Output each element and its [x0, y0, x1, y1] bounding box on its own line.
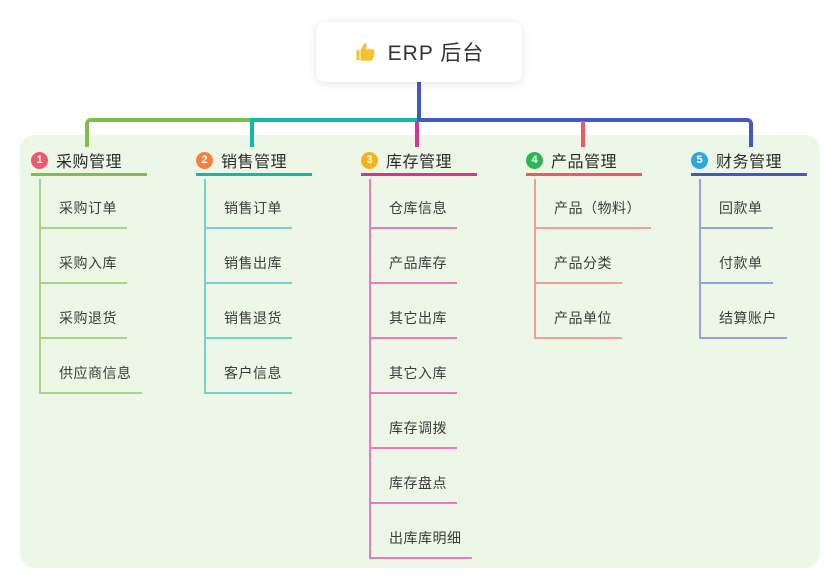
leaf-node[interactable]: 产品（物料） [536, 179, 651, 229]
leaf-node[interactable]: 结算账户 [701, 284, 787, 339]
branch-1-leaf-list: 采购订单采购入库采购退货供应商信息 [39, 179, 142, 394]
thumbs-up-icon [354, 40, 378, 64]
leaf-label: 付款单 [719, 255, 763, 271]
root-stem-line [417, 82, 421, 122]
leaf-node[interactable]: 产品分类 [536, 229, 622, 284]
branch-badge-4: 4 [526, 151, 543, 169]
leaf-node[interactable]: 销售订单 [206, 179, 292, 229]
root-title: ERP 后台 [387, 42, 485, 65]
leaf-label: 回款单 [719, 200, 763, 216]
leaf-node[interactable]: 销售退货 [206, 284, 292, 339]
leaf-label: 销售订单 [224, 200, 282, 216]
branch-label: 产品管理 [551, 154, 618, 171]
leaf-label: 销售出库 [224, 255, 282, 271]
leaf-label: 采购退货 [59, 310, 117, 326]
branch-2-leaf-list: 销售订单销售出库销售退货客户信息 [204, 179, 292, 394]
branch-4-leaf-list: 产品（物料） 产品分类产品单位 [534, 179, 651, 339]
leaf-node[interactable]: 库存调拨 [371, 394, 457, 449]
leaf-label: 产品库存 [389, 255, 447, 271]
leaf-node[interactable]: 采购退货 [41, 284, 127, 339]
branch-3-drop [415, 121, 419, 147]
branch-badge-3: 3 [361, 151, 378, 169]
leaf-label: 产品单位 [554, 310, 612, 326]
leaf-label: 库存调拨 [389, 420, 447, 436]
leaf-node[interactable]: 其它入库 [371, 339, 457, 394]
branch-title-2[interactable]: 2 销售管理 [196, 147, 312, 176]
branch-title-5[interactable]: 5 财务管理 [691, 147, 807, 176]
branch-title-1[interactable]: 1 采购管理 [31, 147, 147, 176]
leaf-label: 其它出库 [389, 310, 447, 326]
leaf-node[interactable]: 采购订单 [41, 179, 127, 229]
root-node[interactable]: ERP 后台 [316, 22, 522, 82]
branch-badge-1: 1 [31, 151, 48, 169]
leaf-label: 结算账户 [719, 310, 777, 326]
branch-label: 财务管理 [716, 154, 783, 171]
leaf-label: 库存盘点 [389, 475, 447, 491]
branches-panel [20, 135, 820, 568]
leaf-label: 产品分类 [554, 255, 612, 271]
branch-2-drop [250, 118, 254, 147]
leaf-label: 供应商信息 [59, 365, 132, 381]
leaf-node[interactable]: 库存盘点 [371, 449, 457, 504]
leaf-label: 采购订单 [59, 200, 117, 216]
branch-badge-5: 5 [691, 151, 708, 169]
leaf-label: 产品（物料） [554, 200, 641, 216]
leaf-node[interactable]: 销售出库 [206, 229, 292, 284]
branch-3-leaf-list: 仓库信息产品库存其它出库其它入库库存调拨库存盘点出库库明细 [369, 179, 472, 559]
branch-label: 采购管理 [56, 154, 123, 171]
branch-1-connector [85, 118, 252, 147]
branch-4-drop [581, 121, 585, 147]
leaf-node[interactable]: 付款单 [701, 229, 773, 284]
branch-5-leaf-list: 回款单付款单结算账户 [699, 179, 787, 339]
branch-2-connector [252, 118, 417, 122]
leaf-node[interactable]: 出库库明细 [371, 504, 472, 559]
leaf-node[interactable]: 产品单位 [536, 284, 622, 339]
branch-label: 销售管理 [221, 154, 288, 171]
leaf-label: 采购入库 [59, 255, 117, 271]
leaf-label: 销售退货 [224, 310, 282, 326]
leaf-node[interactable]: 采购入库 [41, 229, 127, 284]
leaf-node[interactable]: 产品库存 [371, 229, 457, 284]
branch-title-4[interactable]: 4 产品管理 [526, 147, 642, 176]
leaf-node[interactable]: 供应商信息 [41, 339, 142, 394]
leaf-node[interactable]: 回款单 [701, 179, 773, 229]
leaf-node[interactable]: 客户信息 [206, 339, 292, 394]
leaf-label: 其它入库 [389, 365, 447, 381]
branch-badge-2: 2 [196, 151, 213, 169]
leaf-node[interactable]: 其它出库 [371, 284, 457, 339]
branch-title-3[interactable]: 3 库存管理 [361, 147, 477, 176]
leaf-label: 出库库明细 [389, 530, 462, 546]
leaf-node[interactable]: 仓库信息 [371, 179, 457, 229]
branch-5-connector [417, 118, 753, 147]
branch-label: 库存管理 [386, 154, 453, 171]
leaf-label: 客户信息 [224, 365, 282, 381]
leaf-label: 仓库信息 [389, 200, 447, 216]
